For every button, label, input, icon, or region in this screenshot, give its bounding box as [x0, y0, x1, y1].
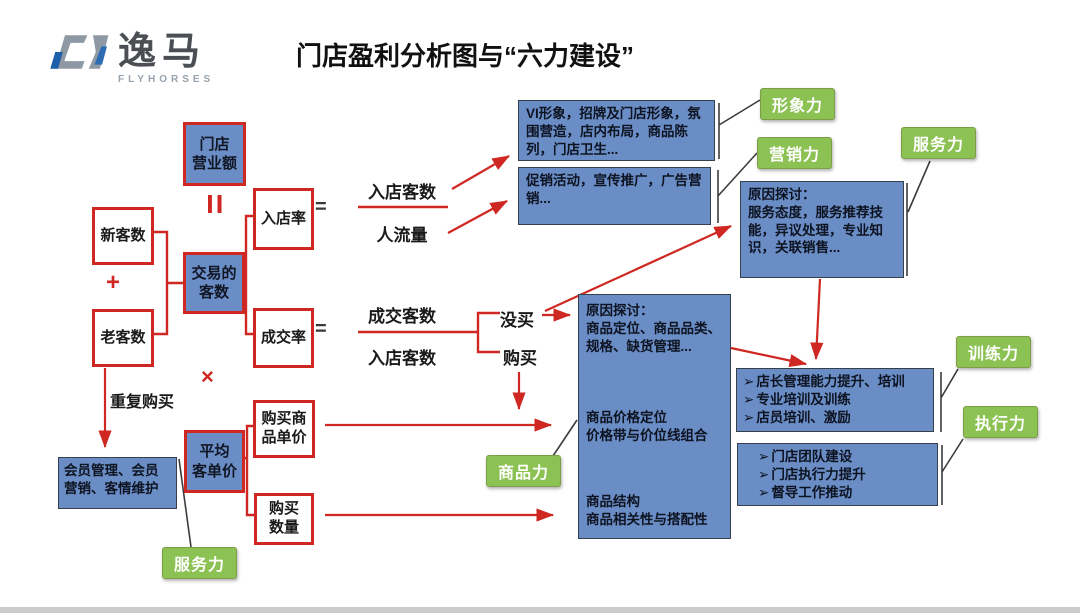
node-close-rate: 成交率	[253, 308, 314, 368]
box-product-discussion: 原因探讨： 商品定位、商品品类、规格、缺货管理... 商品价格定位 价格带与价位…	[578, 294, 731, 539]
force-marketing: 营销力	[757, 137, 833, 169]
fraction-close-denominator: 入店客数	[368, 349, 436, 368]
label-buy: 购买	[503, 349, 537, 368]
label-repeat-buy: 重复购买	[110, 394, 175, 411]
box-member-management: 会员管理、会员营销、客情维护	[58, 457, 177, 509]
node-purchase-qty: 购买 数量	[254, 493, 314, 545]
force-execution: 执行力	[963, 406, 1039, 438]
box-product-pricing: 商品价格定位 价格带与价位线组合	[586, 410, 708, 443]
execution-item: 门店团队建设	[758, 448, 931, 466]
operator-plus: +	[106, 269, 121, 296]
execution-item: 门店执行力提升	[758, 466, 931, 484]
box-service-body: 服务态度，服务推荐技能，异议处理，专业知识，关联销售...	[748, 204, 883, 256]
box-marketing-factors: 促销活动，宣传推广，广告营销...	[518, 167, 711, 225]
fraction-entry-numerator: 入店客数	[368, 183, 436, 202]
page-title: 门店盈利分析图与“六力建设”	[296, 41, 635, 71]
logo-text-cn: 逸马	[118, 31, 207, 73]
flyhorses-logo-icon	[44, 26, 114, 78]
operator-equals-vertical: =	[195, 193, 236, 215]
node-entry-rate: 入店率	[253, 188, 314, 250]
force-training: 训练力	[956, 336, 1032, 368]
box-image-factors: VI形象，招牌及门店形象，氛围营造，店内布局，商品陈列，门店卫生...	[518, 100, 715, 161]
force-service-top: 服务力	[901, 127, 977, 159]
node-transaction-customers: 交易的 客数	[183, 252, 245, 314]
node-old-customers: 老客数	[92, 309, 154, 367]
fraction-close-numerator: 成交客数	[368, 307, 436, 326]
fraction-entry-denominator: 人流量	[376, 226, 428, 245]
box-product-structure: 商品结构 商品相关性与搭配性	[586, 494, 708, 527]
training-item: 店长管理能力提升、培训	[743, 373, 927, 391]
logo-text-en: FLYHORSES	[118, 74, 215, 85]
box-service-title: 原因探讨：	[748, 187, 816, 202]
node-new-customers: 新客数	[92, 207, 154, 265]
box-execution-actions: 门店团队建设 门店执行力提升 督导工作推动	[737, 443, 938, 506]
box-product-positioning: 商品定位、商品品类、规格、缺货管理...	[586, 320, 721, 354]
force-product: 商品力	[486, 455, 562, 487]
force-service-bottom: 服务力	[162, 547, 238, 579]
node-item-price: 购买商 品单价	[253, 400, 315, 458]
node-average-ticket: 平均 客单价	[184, 430, 245, 493]
operator-times: ×	[201, 364, 214, 389]
operator-equals-close: =	[315, 318, 327, 340]
node-store-revenue: 门店 营业额	[183, 122, 246, 186]
box-product-title: 原因探讨：	[586, 303, 654, 318]
execution-item: 督导工作推动	[758, 484, 931, 502]
box-service-discussion: 原因探讨： 服务态度，服务推荐技能，异议处理，专业知识，关联销售...	[740, 181, 904, 278]
force-image: 形象力	[760, 88, 836, 120]
training-item: 店员培训、激励	[743, 409, 927, 427]
label-no-buy: 没买	[500, 311, 534, 330]
logo-wordmark: 逸马 FLYHORSES	[118, 33, 214, 85]
training-item: 专业培训及训练	[743, 391, 927, 409]
operator-equals-entry: =	[315, 196, 327, 218]
bottom-bar	[0, 607, 1080, 613]
box-training-actions: 店长管理能力提升、培训 专业培训及训练 店员培训、激励	[736, 368, 934, 432]
